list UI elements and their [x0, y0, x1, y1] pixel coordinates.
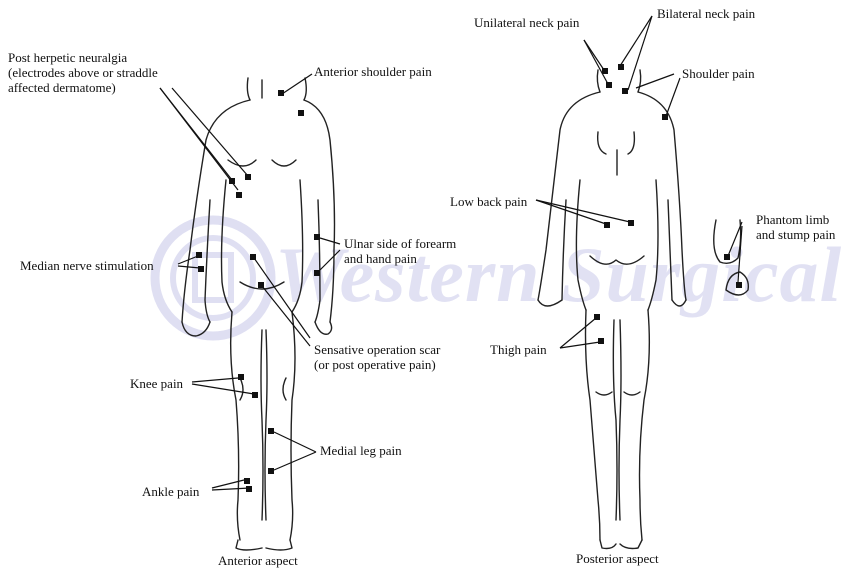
electrode-marker — [236, 192, 242, 198]
pointer-line — [620, 16, 652, 66]
pointer-line — [254, 258, 310, 338]
label-post-herpetic-neuralgia: Post herpetic neuralgia (electrodes abov… — [8, 50, 158, 95]
pointer-line — [738, 226, 742, 282]
pointer-line — [160, 88, 238, 190]
electrode-marker — [278, 90, 284, 96]
label-medial-leg-pain: Medial leg pain — [320, 443, 402, 458]
pointer-line — [178, 256, 198, 264]
electrode-marker — [198, 266, 204, 272]
caption-anterior-aspect: Anterior aspect — [218, 553, 298, 569]
electrode-marker — [238, 374, 244, 380]
electrode-marker — [736, 282, 742, 288]
electrode-marker — [246, 486, 252, 492]
label-unilateral-neck-pain: Unilateral neck pain — [474, 15, 579, 30]
electrode-marker — [628, 220, 634, 226]
electrode-marker — [662, 114, 668, 120]
electrode-marker — [606, 82, 612, 88]
electrode-marker — [245, 174, 251, 180]
electrode-marker — [244, 478, 250, 484]
pointer-line — [212, 488, 250, 490]
pointer-line — [536, 200, 630, 222]
pointer-line — [192, 378, 238, 382]
pointer-line — [262, 286, 310, 346]
electrode-marker — [622, 88, 628, 94]
label-operation-scar: Sensative operation scar (or post operat… — [314, 342, 440, 372]
electrode-marker — [196, 252, 202, 258]
electrode-marker — [604, 222, 610, 228]
label-median-nerve-stimulation: Median nerve stimulation — [20, 258, 154, 273]
pointer-line — [178, 266, 200, 268]
electrode-marker — [314, 270, 320, 276]
electrode-marker — [252, 392, 258, 398]
electrode-marker — [314, 234, 320, 240]
electrode-marker — [724, 254, 730, 260]
pointer-line — [192, 384, 254, 394]
label-knee-pain: Knee pain — [130, 376, 183, 391]
pointer-line — [274, 432, 316, 452]
pointer-line — [274, 452, 316, 470]
pointer-line — [628, 16, 652, 90]
pointer-line — [318, 250, 340, 272]
electrode-marker — [298, 110, 304, 116]
pointer-line — [536, 200, 606, 224]
caption-posterior-aspect: Posterior aspect — [576, 551, 659, 567]
label-phantom-limb-pain: Phantom limb and stump pain — [756, 212, 835, 242]
label-bilateral-neck-pain: Bilateral neck pain — [657, 6, 755, 21]
pointer-line — [584, 40, 608, 84]
label-thigh-pain: Thigh pain — [490, 342, 547, 357]
label-anterior-shoulder-pain: Anterior shoulder pain — [314, 64, 432, 79]
pointer-line — [666, 78, 680, 116]
pointer-line — [320, 238, 340, 244]
pointer-line — [212, 480, 244, 488]
electrode-marker — [268, 468, 274, 474]
pointer-line — [172, 88, 248, 176]
label-low-back-pain: Low back pain — [450, 194, 527, 209]
electrode-marker — [229, 178, 235, 184]
label-ulnar-side-pain: Ulnar side of forearm and hand pain — [344, 236, 456, 266]
label-ankle-pain: Ankle pain — [142, 484, 199, 499]
electrode-marker — [594, 314, 600, 320]
pointer-line — [282, 74, 312, 94]
pointer-line — [636, 74, 674, 88]
electrode-marker — [258, 282, 264, 288]
label-shoulder-pain: Shoulder pain — [682, 66, 755, 81]
electrode-marker — [602, 68, 608, 74]
electrode-marker — [598, 338, 604, 344]
electrode-marker — [618, 64, 624, 70]
electrode-marker — [250, 254, 256, 260]
electrode-marker — [268, 428, 274, 434]
